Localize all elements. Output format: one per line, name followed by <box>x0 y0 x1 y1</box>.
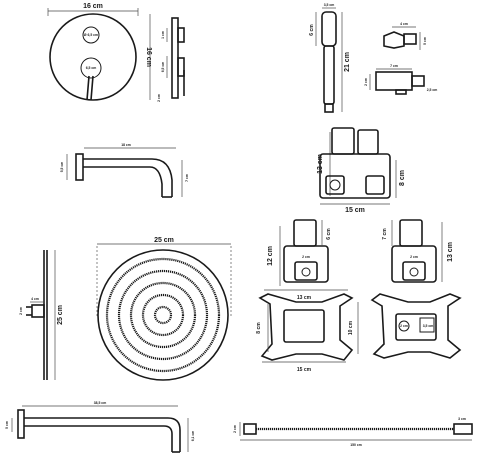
valve-box-b-view: 7 cm 2 cm 13 cm <box>382 219 454 283</box>
spout-left-label: 5,5 cm <box>60 162 64 173</box>
mixer-side-view: 1 cm 6,5 cm 2 cm <box>157 17 185 102</box>
handshower-head-label: 6 cm <box>309 24 315 36</box>
valve-width-label: 15 cm <box>345 207 365 214</box>
elbow-side-label: 2,5 cm <box>427 88 438 92</box>
elbow-depth-label: 2 cm <box>364 78 368 86</box>
mixer-plate <box>49 13 137 101</box>
box-a-height-label: 12 cm <box>267 246 274 266</box>
mount-plate-b-view: 3,5 cm 2 cm <box>370 293 462 359</box>
mixer-lever <box>86 75 90 101</box>
plate-width-label: 13 cm <box>297 295 312 301</box>
shower-head-disc <box>97 249 229 381</box>
valve-box-a-view: 12 cm 2 cm 6 cm <box>267 219 332 286</box>
hose-left-label: 2 cm <box>233 425 237 433</box>
shower-arm-side-view: 4 cm 2 cm 25 cm <box>19 250 64 380</box>
box-b-left-label: 7 cm <box>382 228 388 240</box>
plate-a-outline <box>258 293 354 361</box>
plate-bottom-label: 15 cm <box>297 367 312 373</box>
hand-shower-view: 3,5 cm 6 cm 21 cm <box>309 3 351 113</box>
plate2-port-label: 2 cm <box>400 324 408 328</box>
ceilarm-right-label: 6,1 cm <box>191 431 195 442</box>
bath-spout-view: 18 cm 5,5 cm 7 cm <box>60 143 189 198</box>
plate-height-label: 8 cm <box>256 322 262 334</box>
valve-right-label: 8 cm <box>399 170 406 186</box>
mixer-front-view: 16 cm Ø 6,5 cm 6,5 cm 16 cm <box>47 3 152 101</box>
spout-right-label: 7 cm <box>185 174 189 182</box>
spout-length-label: 18 cm <box>121 143 131 147</box>
mount-plate-a-view: 13 cm 8 cm 10 cm 15 cm <box>256 289 359 373</box>
diverter-knob <box>82 26 100 44</box>
concealed-valve-view: 13 cm 8 cm 15 cm <box>317 127 406 214</box>
holder-side-label: 5 cm <box>423 37 427 45</box>
hose-right-label: 3 cm <box>458 417 466 421</box>
mixer-side-b-label: 6,5 cm <box>161 62 165 73</box>
plate2-inner-label: 3,5 cm <box>423 324 434 328</box>
mixer-width-label: 16 cm <box>83 3 103 10</box>
hose-bottom-label: 150 cm <box>350 443 362 447</box>
head-width-label: 25 cm <box>154 237 174 244</box>
shower-holder-view: 4 cm 5 cm <box>383 22 427 50</box>
mixer-height-label: 16 cm <box>145 47 152 67</box>
holder-top-label: 4 cm <box>400 22 408 26</box>
handshower-top-label: 3,5 cm <box>324 3 335 7</box>
elbow-width-label: 7 cm <box>390 64 398 68</box>
arm-height-label: 25 cm <box>57 305 64 325</box>
ceilarm-length-label: 38,5 cm <box>94 401 106 405</box>
box-a-right-label: 6 cm <box>326 228 332 240</box>
shower-hose-view: 2 cm 3 cm 150 cm <box>233 417 473 447</box>
box-b-height-label: 13 cm <box>447 242 454 262</box>
mixer-dial-bottom-label: 6,5 cm <box>86 66 97 70</box>
wall-arm-view: 38,5 cm 5 cm 6,1 cm <box>5 401 195 453</box>
box-b-port-label: 2 cm <box>410 255 418 259</box>
mixer-dial-top-label: Ø 6,5 cm <box>84 33 98 37</box>
arm-left-label: 4 cm <box>31 297 39 301</box>
ceilarm-left-label: 5 cm <box>5 421 9 429</box>
box-a-port-label: 2 cm <box>302 255 310 259</box>
plate-right-label: 10 cm <box>348 320 354 335</box>
mixer-side-c-label: 2 cm <box>157 94 161 102</box>
mixer-handle-base <box>80 57 102 79</box>
arm-small-label: 2 cm <box>19 307 23 315</box>
plate-b-outline <box>370 293 462 359</box>
handshower-length-label: 21 cm <box>344 52 351 72</box>
wall-elbow-view: 7 cm 2 cm 2,5 cm <box>364 64 438 95</box>
shower-head-top-view: 25 cm <box>96 237 232 381</box>
mixer-side-a-label: 1 cm <box>161 31 165 39</box>
